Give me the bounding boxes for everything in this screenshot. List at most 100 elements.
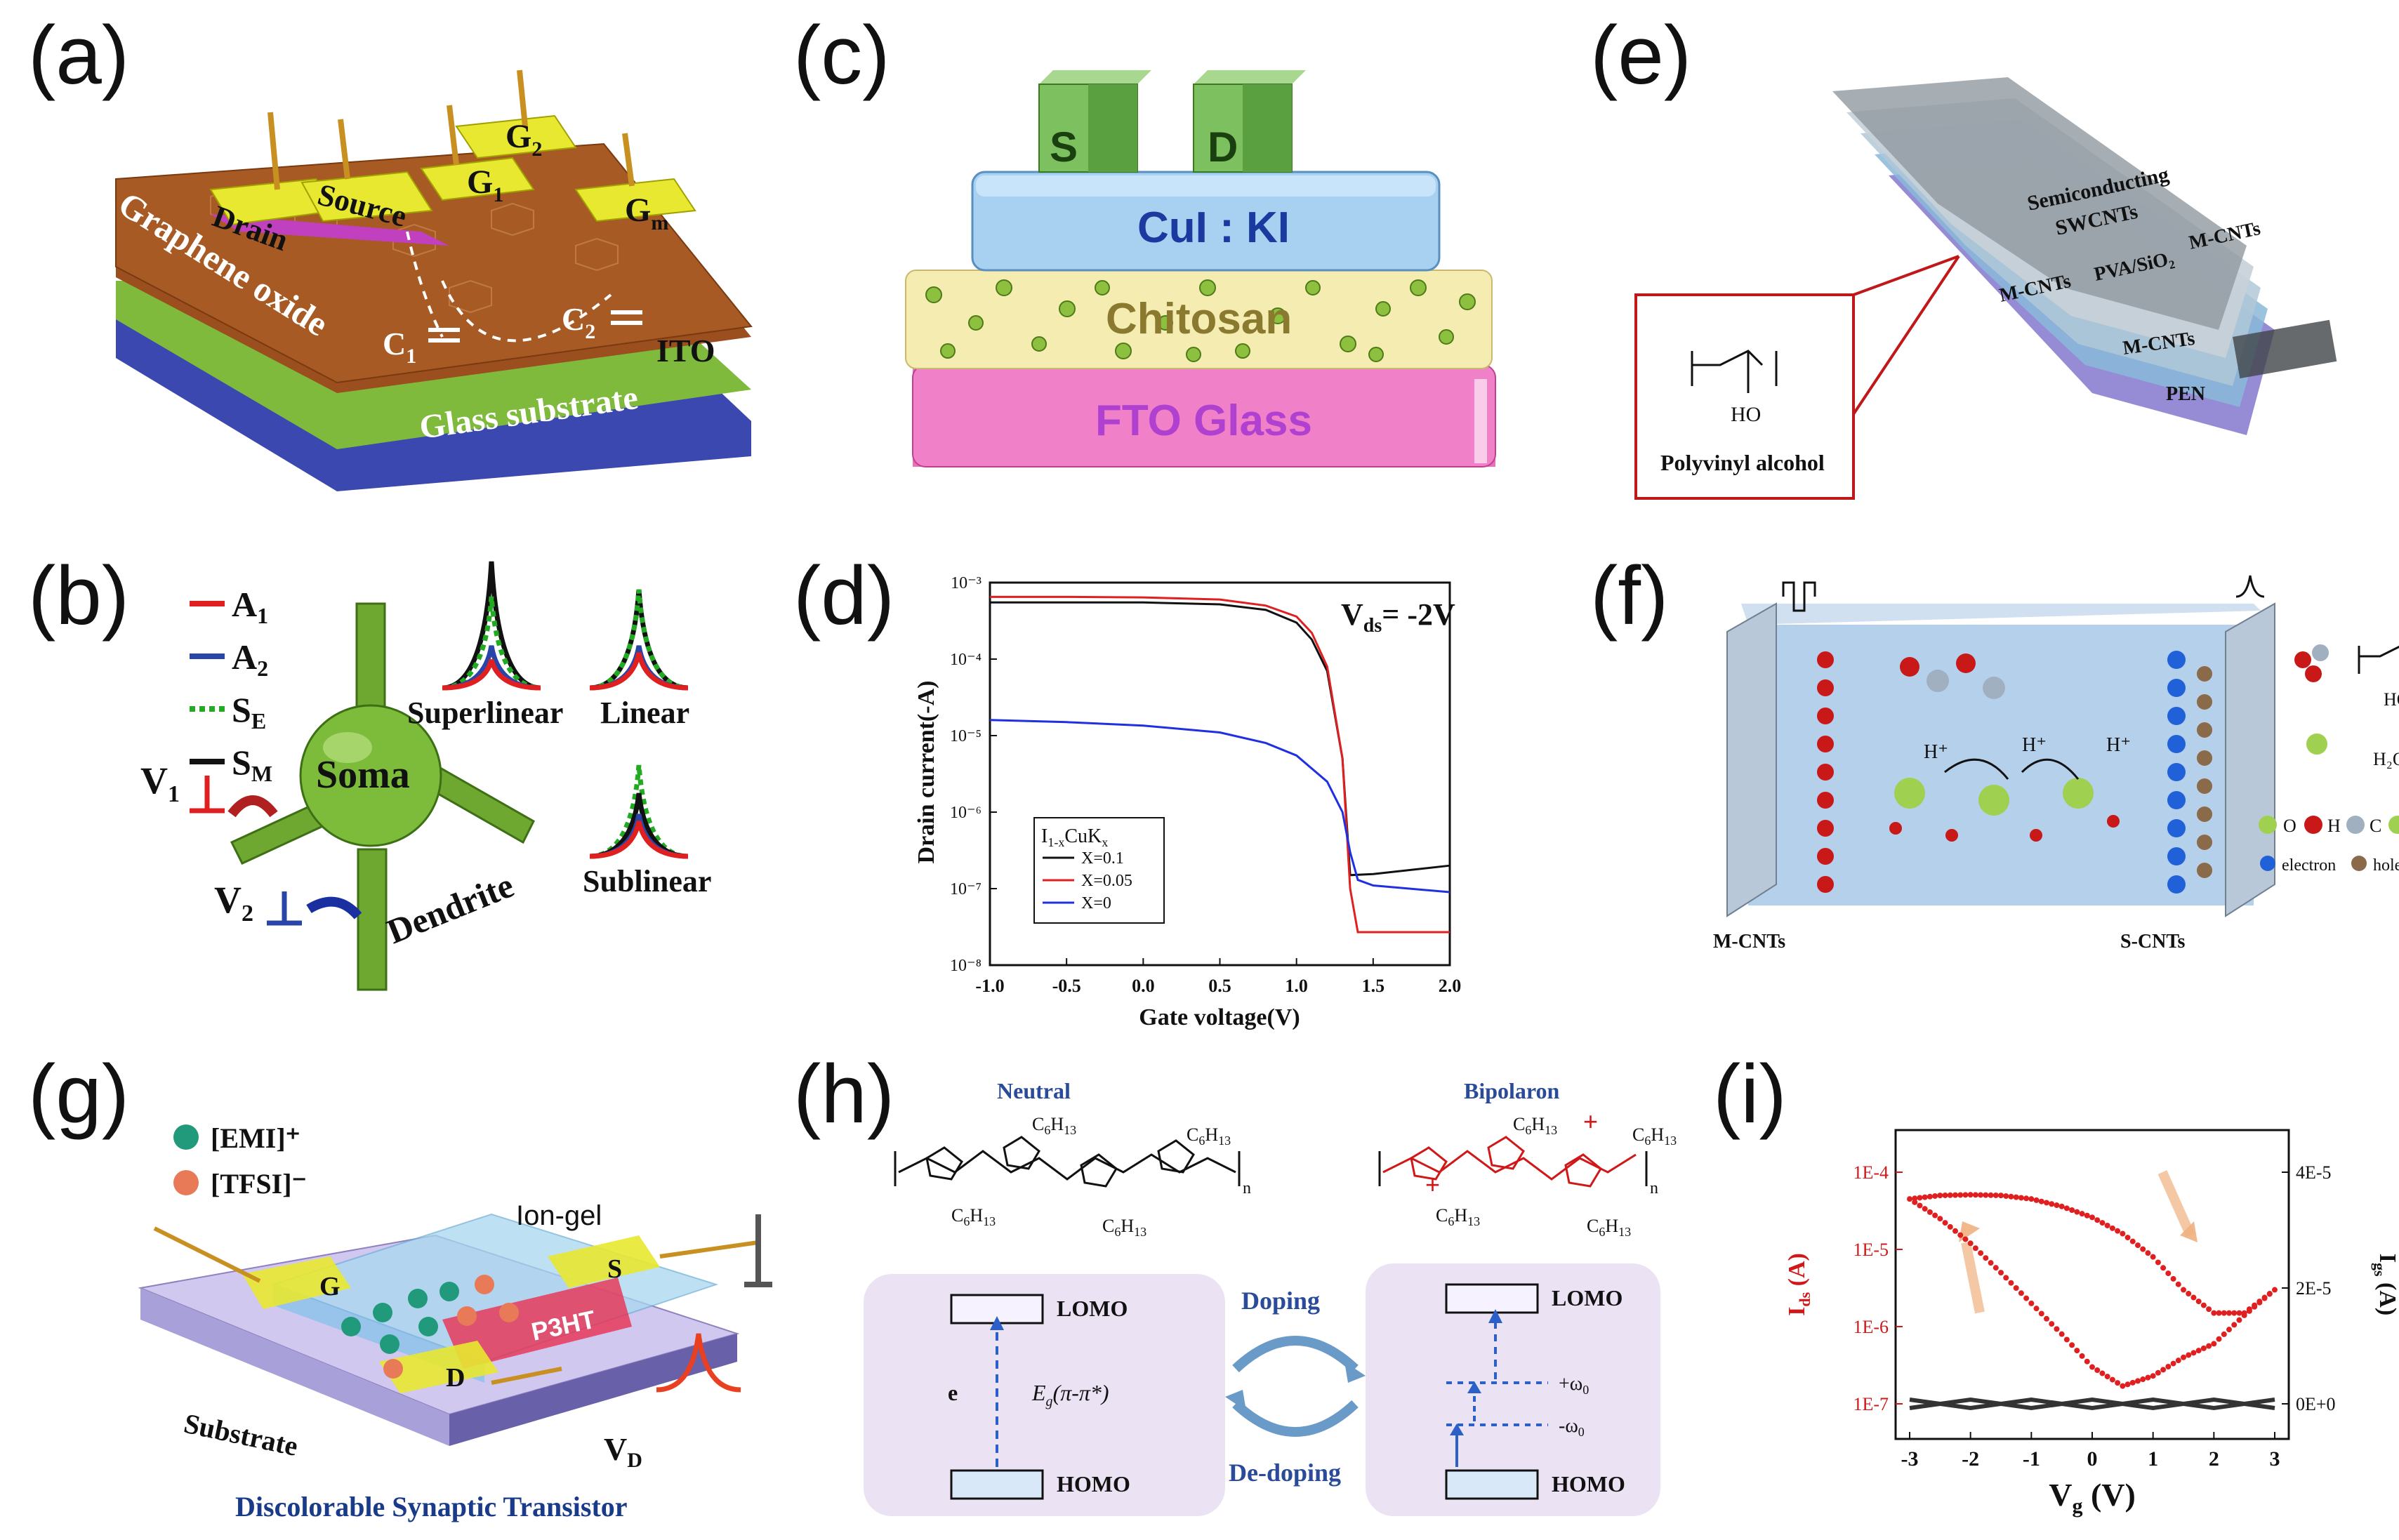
chart-d-legend-entry: X=0: [1081, 894, 1111, 912]
c6h13-b2: C6H13: [1632, 1124, 1677, 1148]
chart-i-point: [2115, 1228, 2121, 1234]
chart-d-xtick-label: 0.0: [1132, 976, 1155, 996]
panel-c-svg: FTO Glass Chitosan CuI : KI S D: [905, 70, 1496, 467]
chart-i-point: [2236, 1310, 2242, 1316]
g1-label: G1: [467, 164, 503, 206]
chart-i-point: [1992, 1265, 1999, 1271]
dedoping-label: De-doping: [1229, 1459, 1341, 1487]
chart-i-ytick-label: 1E-5: [1853, 1240, 1889, 1260]
chart-i-xtick-label: -3: [1901, 1447, 1919, 1471]
panel-label-c: (c): [793, 9, 890, 102]
panel-b-legend: A1 A2 SE SM: [190, 585, 272, 786]
f-c-label: C: [2370, 816, 2381, 836]
chart-i-point: [2211, 1341, 2217, 1347]
drain-letter: D: [1208, 124, 1238, 171]
chart-i-point: [2211, 1310, 2217, 1316]
hplus-2: H⁺: [2022, 734, 2047, 756]
source-cube: S: [1038, 70, 1151, 173]
chart-i-ytick-label: 1E-4: [1853, 1162, 1889, 1183]
chart-i-point: [2023, 1195, 2030, 1202]
substrate-label: Substrate: [181, 1407, 300, 1462]
chart-i-point: [2008, 1280, 2014, 1286]
chart-i-point: [1962, 1192, 1969, 1198]
water-molecules: [1889, 653, 2120, 842]
chart-i-point: [2206, 1343, 2212, 1349]
panel-b-dendrite-schematic: A1 A2 SE SM Soma Dendrite V1 V2: [0, 533, 772, 991]
svg-text:+: +: [1583, 1107, 1598, 1136]
chart-i-point: [2181, 1354, 2186, 1360]
chart-i-point: [2145, 1374, 2151, 1381]
ion-particles: [341, 1275, 519, 1379]
chart-i-point: [2216, 1336, 2222, 1342]
sublinear-peaks: [589, 764, 689, 859]
chart-i-y2tick-label: 0E+0: [2296, 1394, 2336, 1414]
chart-i-point: [2190, 1294, 2197, 1301]
source-letter: S: [1050, 124, 1078, 171]
panel-e-svg: Semiconducting SWCNTs M-CNTs M-CNTs PVA/…: [1634, 77, 2337, 500]
chart-i-point: [2165, 1270, 2172, 1277]
chart-i-point: [2038, 1198, 2044, 1204]
panel-a-device-schematic: Drain Source G1 G2 Gm Graphene oxide C1 …: [0, 0, 772, 505]
chart-d-legend-title: I1-xCuKx: [1041, 825, 1108, 849]
chart-i-point: [2195, 1348, 2202, 1354]
g-source-label: S: [607, 1254, 622, 1284]
chart-i-point: [2049, 1201, 2055, 1207]
panel-label-f: (f): [1590, 550, 1669, 642]
chart-i-point: [2120, 1383, 2126, 1389]
e-label: e: [948, 1380, 958, 1405]
chart-i-point: [2221, 1310, 2227, 1316]
panel-f-mechanism: H⁺ H⁺ H⁺ M-CNTs S-CNTs HO H₂O O H C H⁺ e…: [1545, 533, 2399, 983]
chart-i-point: [1912, 1195, 1918, 1202]
chart-i-point: [2160, 1265, 2167, 1271]
chart-i-point: [1942, 1220, 1948, 1226]
chart-i-point: [2256, 1299, 2263, 1305]
chart-i-point: [2120, 1230, 2126, 1237]
chart-i-point: [2094, 1367, 2101, 1374]
chart-i-point: [2084, 1212, 2090, 1219]
mcnts-red-dots: [1817, 651, 1834, 893]
chart-i-point: [2135, 1378, 2141, 1384]
chart-i-point: [2140, 1246, 2146, 1252]
chart-i-point: [2261, 1294, 2268, 1301]
chart-i-point: [1978, 1192, 1984, 1198]
chart-i-point: [1952, 1192, 1958, 1198]
chart-i-point: [2054, 1202, 2060, 1209]
homo-neutral: HOMO: [1057, 1471, 1130, 1496]
svg-text:+: +: [1425, 1170, 1440, 1199]
homo-bipolaron: HOMO: [1552, 1471, 1625, 1496]
chart-i-point: [2023, 1295, 2030, 1301]
chart-i-point: [2069, 1342, 2075, 1348]
chart-i-xtick-label: -1: [2023, 1447, 2040, 1471]
minus-w0-label: -ω0: [1559, 1415, 1585, 1439]
panel-label-g: (g): [28, 1048, 130, 1141]
chart-i-point: [2104, 1222, 2110, 1228]
chart-i-point: [2150, 1254, 2156, 1260]
panel-h-svg: Neutral Bipolaron C6H13 C6H13 C6H13 C6H1…: [864, 1078, 1677, 1516]
chart-i-point: [2150, 1373, 2156, 1379]
chart-i-point: [1988, 1260, 1994, 1266]
chart-i-point: [2003, 1275, 2009, 1281]
chart-i-point: [2063, 1336, 2070, 1343]
chart-i-point: [1932, 1193, 1938, 1199]
f-o-label: O: [2283, 816, 2296, 836]
doping-label: Doping: [1241, 1287, 1320, 1315]
chart-i-point: [1917, 1195, 1923, 1201]
chart-i-point: [1983, 1192, 1989, 1198]
chart-i-point: [1972, 1192, 1978, 1198]
chart-i-point: [1927, 1209, 1933, 1215]
pva-callout-box: [1634, 293, 1855, 500]
scnts-label: S-CNTs: [2120, 931, 2185, 952]
bipolaron-chain: [1382, 1136, 1637, 1188]
chart-d-legend: I1-xCuKx X=0.1X=0.05X=0: [1033, 817, 1165, 924]
chart-i-point: [2252, 1302, 2258, 1308]
chart-i-point: [1983, 1255, 1989, 1261]
chart-i-point: [2028, 1196, 2035, 1202]
v1-label: V1: [140, 759, 180, 807]
c6h13-b1: C6H13: [1513, 1114, 1557, 1137]
chart-i-point: [2084, 1358, 2090, 1365]
chart-d-ytick-label: 10⁻⁶: [950, 804, 982, 822]
chart-d-xtick-label: -1.0: [975, 976, 1004, 996]
legend-sm: SM: [232, 743, 272, 786]
chart-i-point: [2013, 1194, 2019, 1200]
